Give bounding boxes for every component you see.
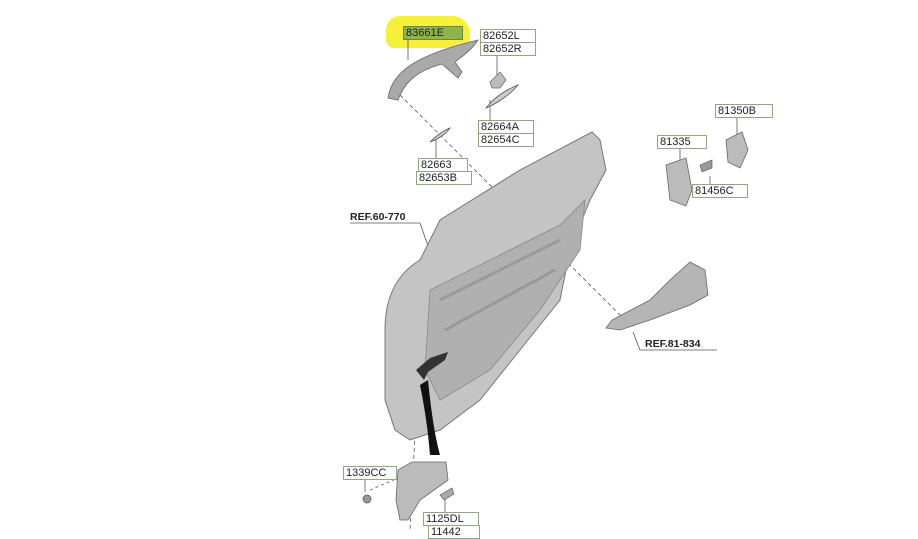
part-label-81456C[interactable]: 81456C — [692, 184, 748, 198]
door-hinge-part — [395, 461, 449, 521]
part-label-11442[interactable]: 11442 — [428, 525, 480, 539]
bolt-part — [439, 487, 455, 501]
part-label-82652L[interactable]: 82652L — [480, 29, 536, 43]
part-label-83661E[interactable]: 83661E — [403, 26, 463, 40]
gasket-part — [484, 84, 520, 109]
handle-cover-part — [489, 71, 507, 89]
part-label-82663[interactable]: 82663 — [418, 158, 468, 172]
part-label-1339CC[interactable]: 1339CC — [343, 466, 397, 480]
door-check-strap — [420, 380, 440, 455]
outside-handle-part — [387, 39, 479, 101]
door-latch-bracket — [416, 352, 448, 380]
part-label-82654C[interactable]: 82654C — [478, 133, 534, 147]
door-latch-part — [605, 261, 709, 331]
nut-part — [362, 494, 372, 504]
door-inner-panel — [424, 198, 586, 401]
reference-link-60-770[interactable]: REF.60-770 — [350, 211, 406, 223]
striker-part — [725, 131, 749, 169]
striker-plate-part — [665, 157, 693, 207]
part-label-1125DL[interactable]: 1125DL — [423, 512, 479, 526]
part-label-82664A[interactable]: 82664A — [478, 120, 534, 134]
bolt-part — [699, 159, 713, 173]
part-label-81350B[interactable]: 81350B — [715, 104, 773, 118]
gasket-small-part — [429, 127, 452, 143]
part-label-81335[interactable]: 81335 — [657, 135, 707, 149]
reference-link-81-834[interactable]: REF.81-834 — [645, 338, 701, 350]
part-label-82652R[interactable]: 82652R — [480, 42, 536, 56]
part-label-82653B[interactable]: 82653B — [416, 171, 472, 185]
